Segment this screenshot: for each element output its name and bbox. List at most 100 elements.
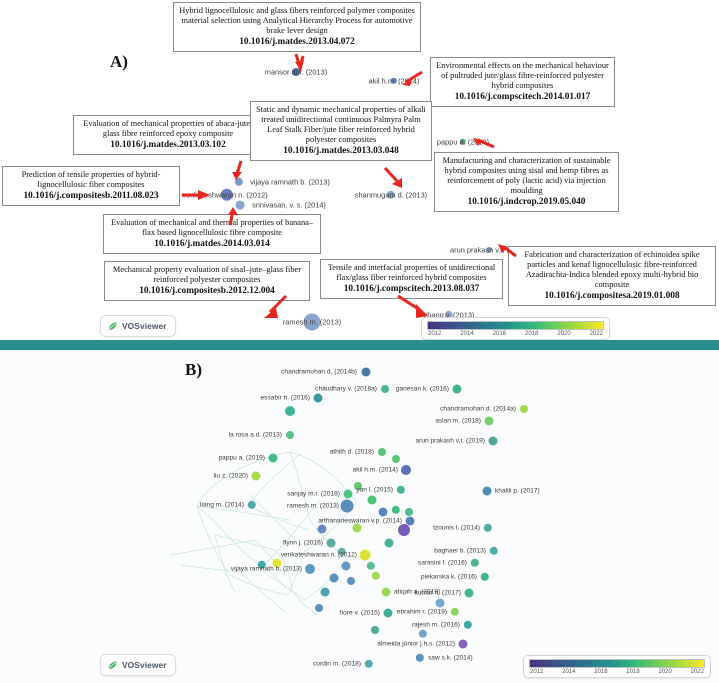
node-pappu-a-2019[interactable] xyxy=(268,453,278,463)
arrow-to-akil xyxy=(400,70,426,88)
annotation-doi: 10.1016/j.matdes.2014.03.014 xyxy=(154,239,270,250)
node-pappu-a-2019[interactable] xyxy=(459,138,467,146)
node-unlabeled[interactable] xyxy=(398,524,410,536)
year-colorbar-legend-panel-a: 2012 2014 2016 2018 2020 2022 xyxy=(421,317,610,340)
node-liu-z-2020[interactable] xyxy=(251,471,261,481)
annotation-doi: 10.1016/j.compositesb.2012.12.004 xyxy=(139,286,275,297)
annotation-title: Tensile and interfacial properties of un… xyxy=(327,263,496,283)
node-shanmugam-d-2013[interactable] xyxy=(386,190,396,200)
annotation-title: Evaluation of mechanical properties of a… xyxy=(83,119,253,139)
annotation-title: Manufacturing and characterization of su… xyxy=(442,156,611,196)
node-saw-sk-2014[interactable] xyxy=(415,653,425,663)
node-unlabeled[interactable] xyxy=(391,505,401,515)
node-aslan-m-2018[interactable] xyxy=(484,416,494,426)
node-sanjay-mr-2018[interactable] xyxy=(343,489,353,499)
node-venkateshwaran-n-2012[interactable] xyxy=(220,188,234,202)
node-zhang-y-2013[interactable] xyxy=(444,310,454,320)
node-ramesh-m-2013[interactable] xyxy=(340,499,354,513)
node-arun-prakash-vr-2019[interactable] xyxy=(486,247,492,253)
node-unlabeled[interactable] xyxy=(384,538,394,548)
node-unlabeled[interactable] xyxy=(405,508,413,516)
node-baghaei-b-2013[interactable] xyxy=(489,546,499,556)
annotation-doi: 10.1016/j.compscitech.2014.01.017 xyxy=(454,92,591,103)
tick-label: 2022 xyxy=(690,669,704,675)
annotation-doi: 10.1016/j.compositesa.2019.01.008 xyxy=(544,291,680,302)
node-akil-hm-2014[interactable] xyxy=(390,77,398,85)
node-atiqah-a-2019[interactable] xyxy=(381,587,391,597)
node-ganesan-k-2016[interactable] xyxy=(452,384,462,394)
annotation-doi: 10.1016/j.compositesb.2011.08.023 xyxy=(23,191,159,202)
node-unlabeled[interactable] xyxy=(341,561,351,571)
node-unlabeled[interactable] xyxy=(320,587,330,597)
node-unlabeled[interactable] xyxy=(329,573,339,583)
node-unlabeled[interactable] xyxy=(354,482,362,490)
node-yan-l-2015[interactable] xyxy=(396,485,406,495)
annotation-title: Prediction of tensile properties of hybr… xyxy=(21,170,161,190)
node-rajesh-m-2016[interactable] xyxy=(463,620,473,630)
node-unlabeled[interactable] xyxy=(285,406,295,416)
node-essabir-h-2016[interactable] xyxy=(313,393,323,403)
node-ramesh-m-2013[interactable] xyxy=(303,313,321,331)
annotation-title: Environmental effects on the mechanical … xyxy=(436,61,609,91)
node-unlabeled[interactable] xyxy=(317,524,327,534)
tick-label: 2012 xyxy=(530,669,544,675)
annotation-compositesa-2019-01-008: Fabrication and characterization of echi… xyxy=(508,246,716,307)
node-unlabeled[interactable] xyxy=(392,455,400,463)
node-arthanarieswaran-vp-2014[interactable] xyxy=(405,516,415,526)
node-almeida-junior-jhs-2012[interactable] xyxy=(458,639,468,649)
node-athith-d-2018[interactable] xyxy=(378,448,386,456)
annotation-title: Hybrid lignocellulosic and glass fibers … xyxy=(179,6,415,36)
annotation-doi: 10.1016/j.matdes.2013.03.102 xyxy=(110,140,226,151)
year-colorbar-legend-panel-b: 2012 2014 2016 2018 2020 2022 xyxy=(523,655,711,678)
arrow-to-ramesh xyxy=(260,294,294,322)
node-chandramohan-d-2014b[interactable] xyxy=(361,367,371,377)
node-unlabeled[interactable] xyxy=(347,577,355,585)
colorbar-ticks: 2012 2014 2016 2018 2020 2022 xyxy=(427,331,604,337)
node-unlabeled[interactable] xyxy=(257,560,267,570)
node-unlabeled[interactable] xyxy=(378,507,388,517)
panel-a-network-map: A) mansor m.r. (2013) akil h.m. (2014) p… xyxy=(2,2,716,340)
node-cordin-m-2018[interactable] xyxy=(364,659,374,669)
annotation-matdes-2013-04-072: Hybrid lignocellulosic and glass fibers … xyxy=(173,2,421,53)
node-flynn-j-2016[interactable] xyxy=(326,538,336,548)
node-chandramohan-d-2014a[interactable] xyxy=(520,405,528,413)
annotation-compositesb-2012-12-004: Mechanical property evaluation of sisal–… xyxy=(104,261,310,302)
annotation-title: Fabrication and characterization of echi… xyxy=(524,250,700,290)
node-la-rosa-ad-2013[interactable] xyxy=(286,431,294,439)
vosviewer-badge-panel-a[interactable]: VOSviewer xyxy=(100,315,176,337)
node-ebrahim-r-2019[interactable] xyxy=(450,607,460,617)
annotation-doi: 10.1016/j.matdes.2013.04.072 xyxy=(239,37,355,48)
node-unlabeled[interactable] xyxy=(418,629,428,639)
annotation-compscitech-2013-08-037: Tensile and interfacial properties of un… xyxy=(320,259,503,300)
node-unlabeled[interactable] xyxy=(366,561,376,571)
node-fiore-v-2015[interactable] xyxy=(383,608,393,618)
node-unlabeled[interactable] xyxy=(337,547,347,557)
node-srinivasan-vs-2014[interactable] xyxy=(235,200,245,210)
node-vijaya-ramnath-b-2013[interactable] xyxy=(305,564,315,574)
node-unlabeled[interactable] xyxy=(272,558,282,568)
node-sarasini-f-2016[interactable] xyxy=(470,558,480,568)
arrow-to-pappu xyxy=(470,135,496,151)
node-piekarska-k-2016[interactable] xyxy=(480,572,490,582)
node-akil-hm-2014[interactable] xyxy=(401,465,411,475)
colorbar-gradient xyxy=(427,321,604,330)
node-khalili-p-2017[interactable] xyxy=(482,486,492,496)
node-chaudhary-v-2018a[interactable] xyxy=(381,385,389,393)
vosviewer-badge-panel-b[interactable]: VOSviewer xyxy=(100,654,176,676)
node-arun-prakash-vr-2019[interactable] xyxy=(488,436,498,446)
node-liang-m-2014[interactable] xyxy=(247,500,257,510)
node-unlabeled[interactable] xyxy=(352,523,362,533)
node-unlabeled[interactable] xyxy=(367,495,377,505)
node-venkateshwaran-n-2012[interactable] xyxy=(359,549,371,561)
node-unlabeled[interactable] xyxy=(435,598,445,608)
arrow-to-shanmugam xyxy=(382,166,406,190)
node-unlabeled[interactable] xyxy=(371,626,379,634)
annotation-title: Evaluation of mechanical and thermal pro… xyxy=(110,218,314,238)
node-vijaya-ramnath-b-2013[interactable] xyxy=(234,177,244,187)
node-unlabeled[interactable] xyxy=(315,604,323,612)
node-unlabeled[interactable] xyxy=(371,571,381,581)
node-tzounis-l-2014[interactable] xyxy=(483,523,493,533)
arrow-to-arun-prakash xyxy=(496,242,520,260)
node-kumar-n-2017[interactable] xyxy=(464,588,474,598)
node-mansor-mr-2013[interactable] xyxy=(292,68,300,76)
